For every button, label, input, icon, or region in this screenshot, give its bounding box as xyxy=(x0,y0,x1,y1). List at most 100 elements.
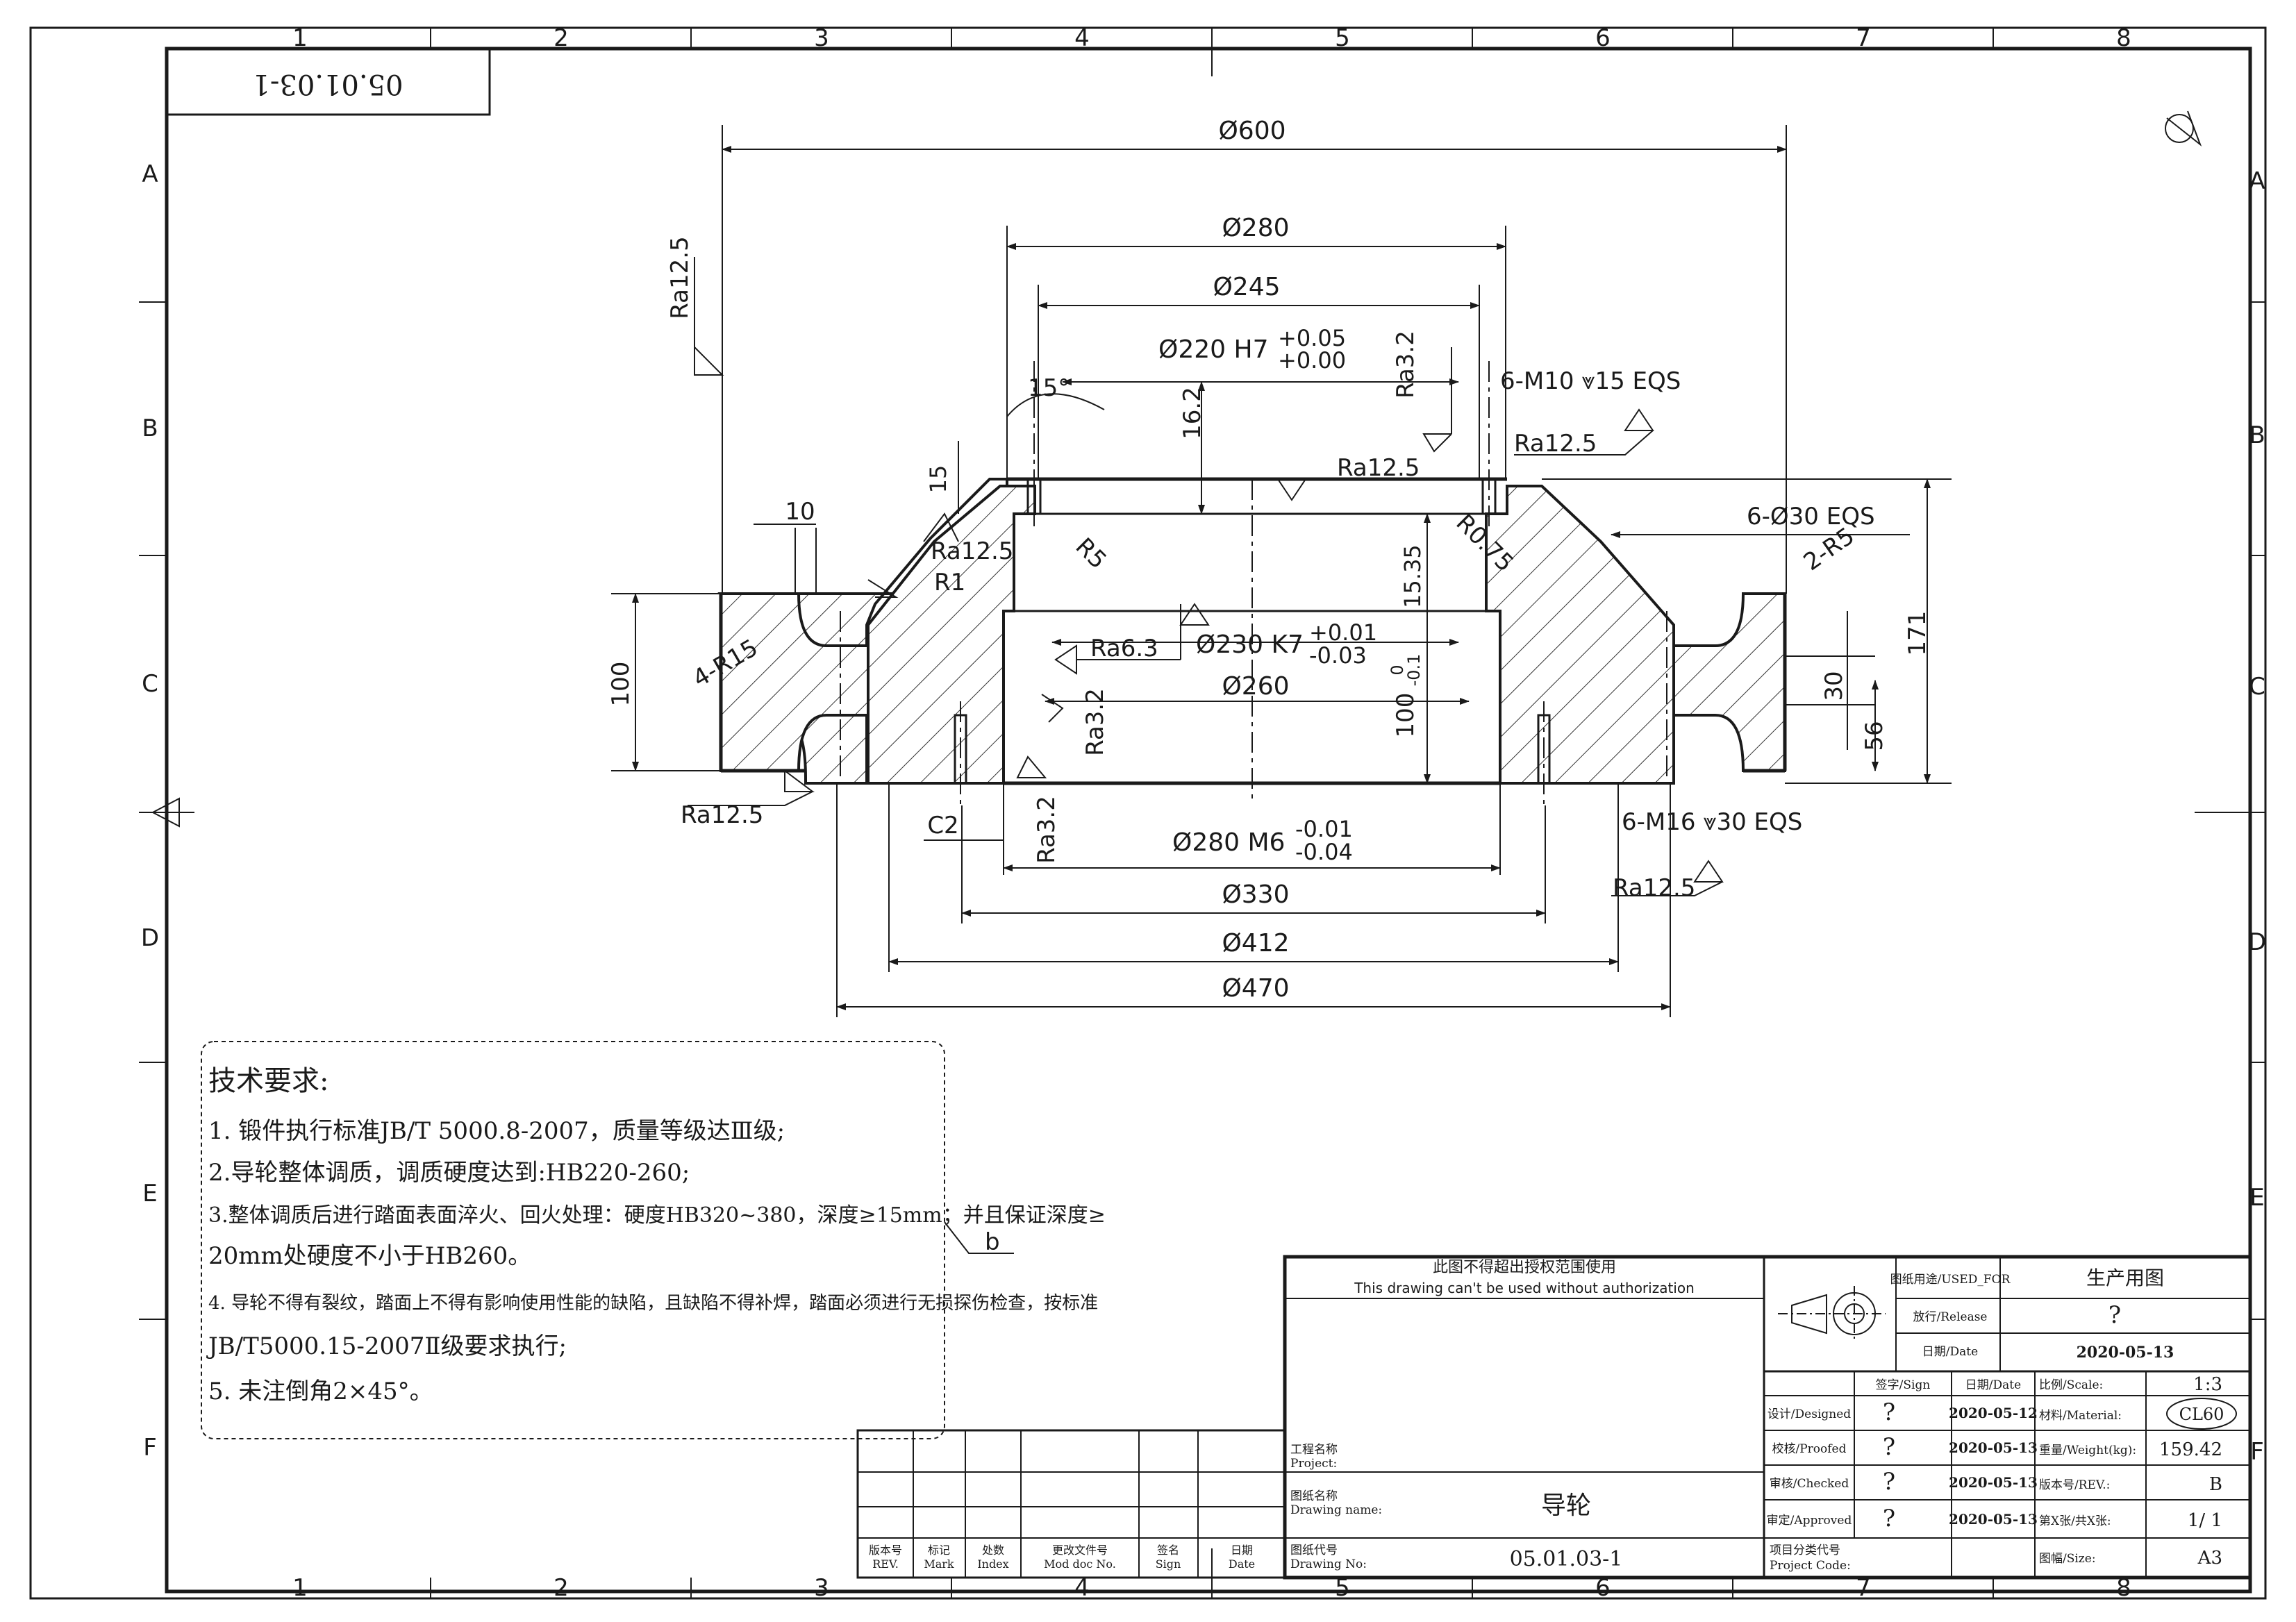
dim-d280: Ø280 xyxy=(1222,214,1289,242)
tech-note-5: 5. 未注倒角2×45°。 xyxy=(208,1378,433,1405)
tech-note-2: 2.导轮整体调质，调质硬度达到:HB220-260; xyxy=(208,1159,690,1187)
row-label-right-a: A xyxy=(2249,167,2265,195)
section-left-hub xyxy=(867,485,1036,785)
tech-notes-box: 技术要求: 1. 锻件执行标准JB/T 5000.8-2007，质量等级达Ⅲ级;… xyxy=(201,1041,1106,1439)
row-label-right-c: C xyxy=(2249,673,2265,701)
row-proofed-label: 校核/Proofed xyxy=(1772,1442,1847,1456)
weight-label: 重量/Weight(kg): xyxy=(2039,1444,2136,1457)
col-label-bottom-7: 7 xyxy=(1856,1574,1871,1602)
dim-d260: Ø260 xyxy=(1222,672,1289,701)
ra-12-5-left-hub: Ra12.5 xyxy=(931,537,1013,565)
rev-col-mark-en: Mark xyxy=(924,1557,954,1571)
drawing-name-value: 导轮 xyxy=(1541,1491,1591,1520)
ra-3-2-mid: Ra3.2 xyxy=(1081,688,1109,756)
row-label-left-b: B xyxy=(142,415,158,442)
row-label-left-f: F xyxy=(143,1434,157,1462)
warning-cn: 此图不得超出授权范围使用 xyxy=(1433,1259,1616,1276)
col-label-top-5: 5 xyxy=(1335,24,1350,52)
ra-3-2-bottom: Ra3.2 xyxy=(1033,796,1060,864)
row-proofed-date: 2020-05-13 xyxy=(1949,1439,2038,1456)
release-value: ? xyxy=(2108,1301,2121,1329)
col-label-top-3: 3 xyxy=(814,24,829,52)
row-checked-label: 审核/Checked xyxy=(1770,1477,1849,1491)
dim-d470: Ø470 xyxy=(1222,974,1289,1003)
dim-d280m6-tol-up: -0.01 xyxy=(1295,816,1353,842)
rev-value: B xyxy=(2209,1474,2222,1495)
dim-d412: Ø412 xyxy=(1222,929,1289,958)
zone-labels-left: A B C D E F xyxy=(139,160,167,1462)
dim-r5: R5 xyxy=(1070,533,1112,574)
tech-note-1: 1. 锻件执行标准JB/T 5000.8-2007，质量等级达Ⅲ级; xyxy=(208,1117,785,1145)
col-label-bottom-4: 4 xyxy=(1074,1574,1090,1602)
ra-6-3: Ra6.3 xyxy=(1090,635,1158,662)
roughness-text: Ra12.5 Ra3.2 Ra12.5 Ra12.5 Ra12.5 Ra6.3 … xyxy=(666,236,1695,902)
rev-col-doc-en: Mod doc No. xyxy=(1044,1557,1116,1571)
col-label-bottom-3: 3 xyxy=(814,1574,829,1602)
title-block: 此图不得超出授权范围使用 This drawing can't be used … xyxy=(856,1255,2252,1580)
section-right-hub xyxy=(1485,485,1675,785)
row-designed-label: 设计/Designed xyxy=(1767,1407,1851,1421)
col-label-bottom-2: 2 xyxy=(554,1574,569,1602)
dim-r1: R1 xyxy=(934,569,965,596)
zone-labels-top: 1 2 3 4 5 6 7 8 xyxy=(292,24,2131,76)
tech-note-4: 4. 导轮不得有裂纹，踏面上不得有影响使用性能的缺陷，且缺陷不得补焊，踏面必须进… xyxy=(208,1293,1098,1314)
project-label-cn: 工程名称 xyxy=(1290,1443,1338,1457)
rev-col-date-en: Date xyxy=(1229,1557,1255,1571)
projection-symbol xyxy=(2165,110,2202,147)
row-label-right-d: D xyxy=(2248,928,2266,956)
drawing-no-value: 05.01.03-1 xyxy=(1510,1547,1623,1571)
col-label-top-4: 4 xyxy=(1074,24,1090,52)
row-label-left-c: C xyxy=(142,670,158,698)
rev-col-mark-cn: 标记 xyxy=(928,1544,950,1557)
row-designed-date: 2020-05-12 xyxy=(1949,1405,2038,1421)
dim-d220: Ø220 H7 xyxy=(1158,335,1268,364)
section-right-rim xyxy=(1672,592,1786,772)
dim-h100-mid: 100 xyxy=(1392,693,1420,738)
sheet-label: 第X张/共X张: xyxy=(2039,1514,2111,1528)
dim-m16: 6-M16 ⩔30 EQS xyxy=(1622,808,1802,836)
tech-notes-title: 技术要求: xyxy=(208,1065,328,1097)
dim-d230-tol-lo: -0.03 xyxy=(1309,642,1367,669)
dim-h171: 171 xyxy=(1904,611,1931,656)
sheet-value: 1/ 1 xyxy=(2188,1510,2222,1531)
weight-value: 159.42 xyxy=(2159,1439,2222,1460)
dim-h56: 56 xyxy=(1861,721,1888,751)
ra-12-5-bottom-left: Ra12.5 xyxy=(681,801,763,829)
dim-h100-tol-up: 0 xyxy=(1388,664,1407,675)
sign-header: 签字/Sign xyxy=(1876,1378,1931,1392)
col-label-top-7: 7 xyxy=(1856,24,1871,52)
ra-12-5-top-left: Ra12.5 xyxy=(666,236,694,319)
roughness-symbols xyxy=(688,257,1724,896)
dim-h10: 10 xyxy=(785,498,815,526)
section-outlines xyxy=(719,477,1787,785)
dim-angle15: 15° xyxy=(1028,374,1070,402)
date-value: 2020-05-13 xyxy=(2077,1344,2174,1362)
dim-d280m6-tol-lo: -0.04 xyxy=(1295,839,1353,865)
row-checked-date: 2020-05-13 xyxy=(1949,1474,2038,1491)
ra-12-5-top-bore: Ra12.5 xyxy=(1337,454,1420,482)
scale-value: 1:3 xyxy=(2193,1374,2222,1395)
drawing-name-label-cn: 图纸名称 xyxy=(1290,1489,1338,1503)
rev-col-sign-cn: 签名 xyxy=(1157,1544,1179,1557)
dim-d220-tol-up: +0.05 xyxy=(1278,325,1346,351)
general-roughness: b xyxy=(944,1221,1014,1256)
col-label-bottom-1: 1 xyxy=(292,1574,308,1602)
tech-note-3: 3.整体调质后进行踏面表面淬火、回火处理：硬度HB320~380，深度≥15mm… xyxy=(208,1203,1106,1228)
dim-h16-2: 16.2 xyxy=(1179,387,1206,440)
dim-h100-tol-lo: -0.1 xyxy=(1404,654,1424,687)
dimension-text: Ø600 Ø280 Ø245 Ø220 H7 +0.05 +0.00 16.2 … xyxy=(607,117,1931,1003)
rev-label: 版本号/REV.: xyxy=(2039,1478,2110,1492)
date-label: 日期/Date xyxy=(1922,1345,1978,1359)
size-value: A3 xyxy=(2197,1548,2222,1569)
tech-note-3-cont: 20mm处硬度不小于HB260。 xyxy=(208,1242,531,1270)
orientation-arrow xyxy=(139,797,194,828)
used-for-label: 图纸用途/USED_FOR xyxy=(1890,1273,2011,1287)
zone-labels-bottom: 1 2 3 4 5 6 7 8 xyxy=(292,1548,2131,1602)
row-designed-sign: ? xyxy=(1883,1398,1895,1426)
col-label-bottom-6: 6 xyxy=(1595,1574,1611,1602)
dim-d220-tol-lo: +0.00 xyxy=(1278,347,1346,374)
dim-h15-35: 15.35 xyxy=(1399,544,1426,608)
warning-en: This drawing can't be used without autho… xyxy=(1354,1280,1695,1296)
row-label-left-a: A xyxy=(142,160,158,188)
col-label-top-1: 1 xyxy=(292,24,308,52)
